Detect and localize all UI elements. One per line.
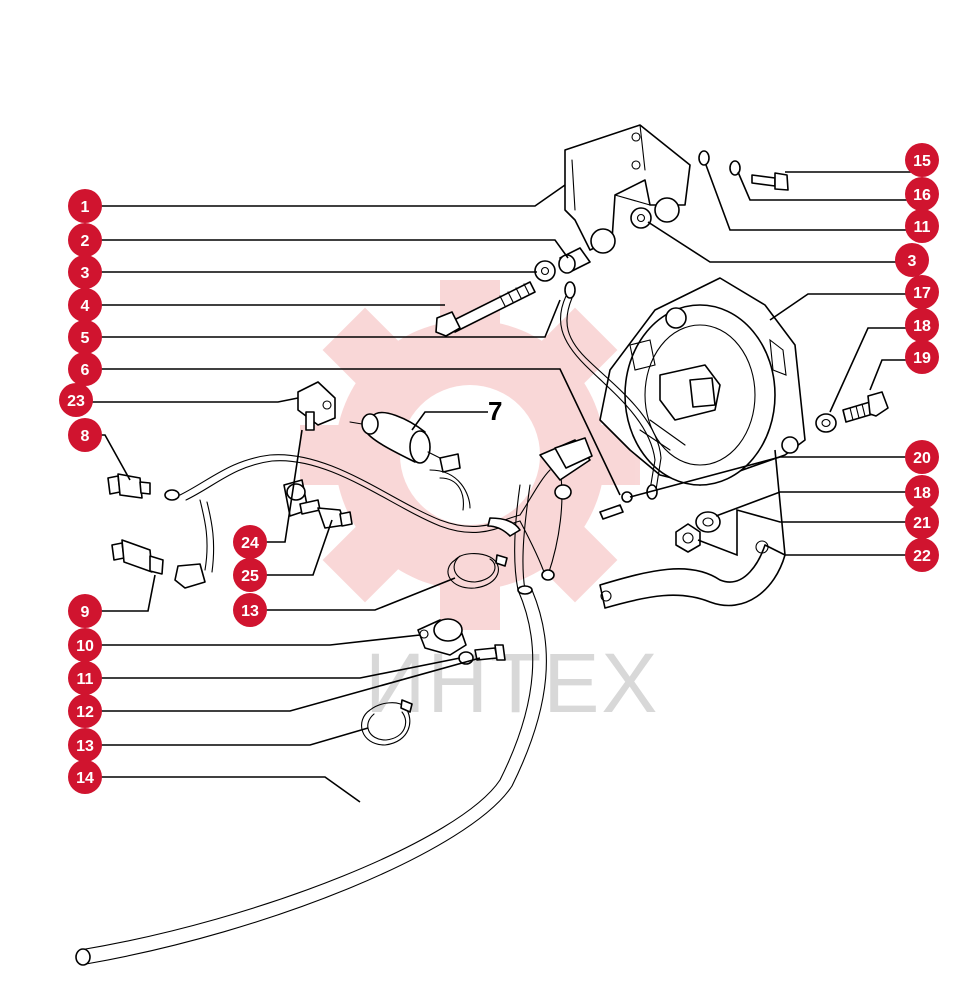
callout-18-top: 18 [905, 308, 939, 342]
svg-text:18: 18 [913, 485, 931, 502]
callout-13-lower: 13 [68, 728, 102, 762]
temperature-switch-8 [107, 473, 151, 499]
svg-text:2: 2 [81, 233, 90, 250]
tee-adapter-23 [297, 381, 336, 431]
svg-text:3: 3 [908, 253, 917, 270]
callout-23: 23 [59, 383, 93, 417]
svg-text:8: 8 [81, 428, 90, 445]
hose-clip-lower [361, 699, 413, 746]
svg-text:14: 14 [76, 770, 94, 787]
plain-label-7: 7 [488, 396, 502, 426]
screw-15 [751, 172, 789, 191]
callout-11-top: 11 [905, 209, 939, 243]
svg-text:23: 23 [67, 393, 85, 410]
callout-2: 2 [68, 223, 102, 257]
svg-text:13: 13 [241, 603, 259, 620]
callout-11-lower: 11 [68, 661, 102, 695]
pressure-sender-25 [317, 507, 353, 529]
svg-text:9: 9 [81, 604, 90, 621]
washer-left [534, 260, 556, 282]
callout-22: 22 [905, 538, 939, 572]
svg-text:18: 18 [913, 318, 931, 335]
callout-12: 12 [68, 694, 102, 728]
callout-25: 25 [233, 558, 267, 592]
svg-text:13: 13 [76, 738, 94, 755]
callout-18-bottom: 18 [905, 475, 939, 509]
svg-text:11: 11 [914, 219, 931, 236]
svg-text:12: 12 [76, 704, 94, 721]
callout-21: 21 [905, 505, 939, 539]
svg-text:1: 1 [81, 199, 90, 216]
bolt-12 [474, 644, 506, 661]
svg-text:3: 3 [81, 265, 90, 282]
callout-19: 19 [905, 340, 939, 374]
svg-text:20: 20 [913, 450, 931, 467]
callout-4: 4 [68, 288, 102, 322]
bolt-19 [842, 391, 889, 423]
callout-24: 24 [233, 525, 267, 559]
svg-text:16: 16 [913, 187, 931, 204]
svg-text:6: 6 [81, 362, 90, 379]
callout-5: 5 [68, 320, 102, 354]
callout-15: 15 [905, 143, 939, 177]
clamp-10 [417, 618, 467, 656]
callout-8: 8 [68, 418, 102, 452]
alternator [599, 277, 806, 486]
watermark-text: ИНТЕХ [365, 636, 659, 730]
flexible-conduit-14 [75, 585, 547, 966]
svg-text:17: 17 [913, 285, 931, 302]
callout-14: 14 [68, 760, 102, 794]
callout-9: 9 [68, 594, 102, 628]
callout-17: 17 [905, 275, 939, 309]
washer-right [630, 207, 652, 229]
adjusting-strap [599, 540, 786, 609]
washer-18-bottom [695, 511, 721, 533]
earth-strap [559, 281, 662, 500]
svg-text:15: 15 [913, 153, 931, 170]
callout-16: 16 [905, 177, 939, 211]
wiring-harness [164, 437, 593, 591]
spacer [558, 247, 591, 274]
suppressor-capacitor [349, 411, 441, 464]
alternator-bracket [564, 124, 691, 254]
hose-clip-upper [447, 553, 508, 589]
callout-13-upper: 13 [233, 593, 267, 627]
temperature-switch-9 [111, 539, 206, 589]
svg-text:21: 21 [913, 515, 931, 532]
callout-1: 1 [68, 189, 102, 223]
svg-text:5: 5 [81, 330, 90, 347]
callout-3-right: 3 [895, 243, 929, 277]
svg-text:25: 25 [241, 568, 259, 585]
screw-20 [599, 491, 633, 520]
long-bolt [435, 281, 536, 337]
washer-16 [729, 160, 741, 176]
svg-text:10: 10 [76, 638, 94, 655]
svg-text:19: 19 [913, 350, 931, 367]
callout-3-left: 3 [68, 255, 102, 289]
svg-text:24: 24 [241, 535, 259, 552]
callout-6: 6 [68, 352, 102, 386]
washer-11-top [698, 150, 710, 166]
callout-20: 20 [905, 440, 939, 474]
svg-text:4: 4 [81, 298, 90, 315]
callout-10: 10 [68, 628, 102, 662]
svg-text:22: 22 [913, 548, 931, 565]
svg-text:11: 11 [77, 671, 94, 688]
washer-18-top [815, 413, 837, 433]
nut-21 [675, 523, 701, 553]
